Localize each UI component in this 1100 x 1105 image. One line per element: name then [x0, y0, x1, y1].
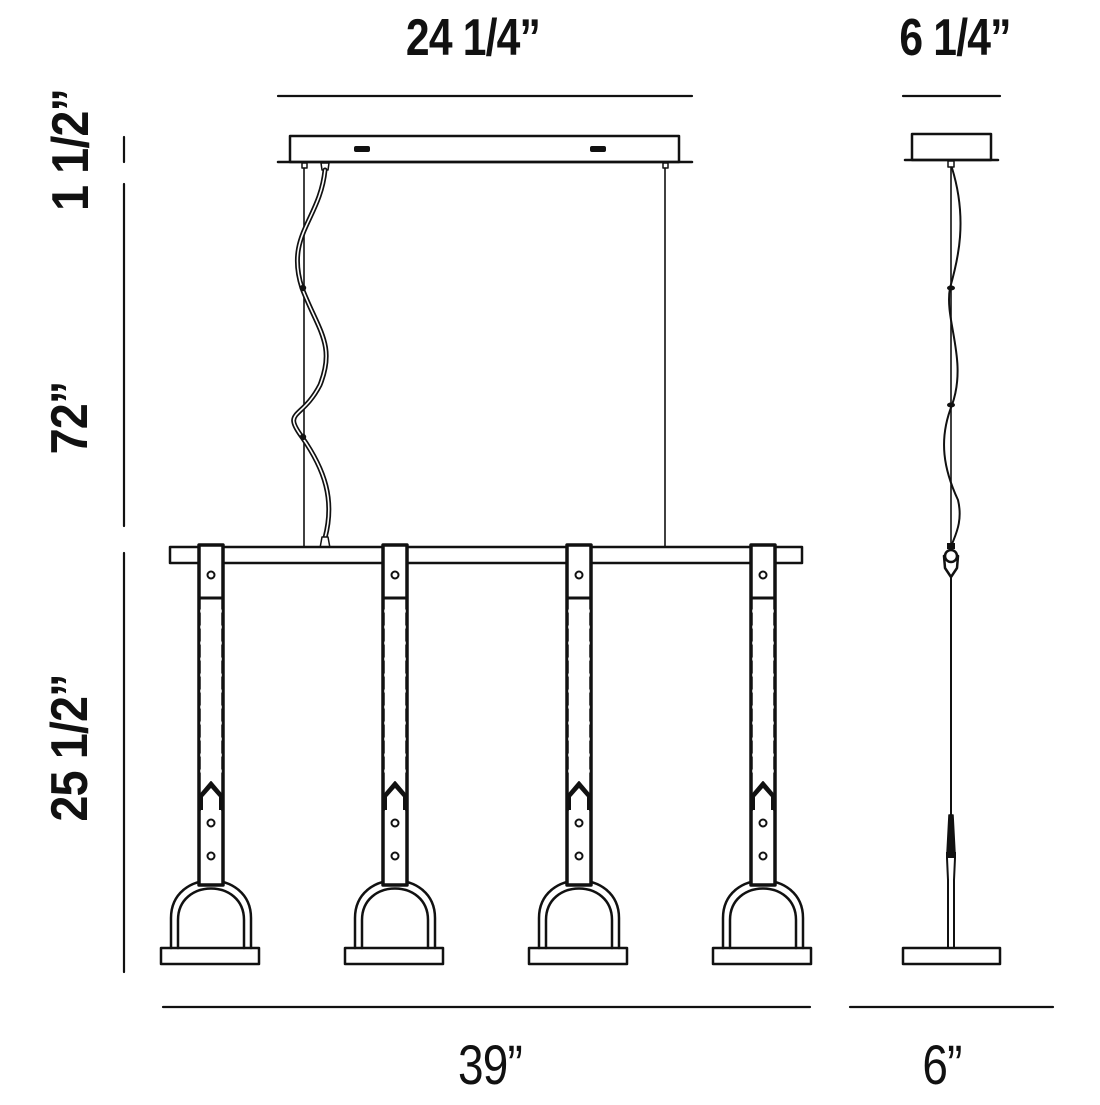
front-canopy [276, 134, 694, 171]
pendant-shape [527, 543, 629, 966]
pendant-4 [711, 543, 813, 966]
side-cable [943, 166, 962, 549]
pendant-2 [343, 543, 445, 966]
fixture-depth-label: 6” [922, 1033, 962, 1096]
pendant-3 [527, 543, 629, 966]
canopy-width-label: 24 1/4” [405, 9, 541, 67]
suspension-cables [303, 167, 666, 549]
dimension-lines [122, 94, 1055, 1009]
side-canopy [903, 132, 1000, 168]
canopy-height-label: 1 1/2” [42, 88, 100, 212]
fixture-height-label: 25 1/2” [41, 674, 99, 822]
canopy-vent-left [354, 146, 370, 152]
side-view [901, 132, 1002, 966]
side-cable-gripper [942, 543, 960, 816]
pendant-shape [711, 543, 813, 966]
front-view [159, 134, 813, 972]
side-pendant [901, 814, 1002, 966]
crossbar [168, 545, 804, 565]
suspension-length-label: 72” [41, 381, 99, 455]
pendant-shape [343, 543, 445, 966]
fixture-width-label: 39” [458, 1033, 523, 1096]
pendant-shape [159, 543, 261, 972]
power-cord [291, 167, 332, 549]
canopy-depth-label: 6 1/4” [899, 9, 1011, 67]
pendant-1 [159, 543, 261, 972]
canopy-vent-right [590, 146, 606, 152]
